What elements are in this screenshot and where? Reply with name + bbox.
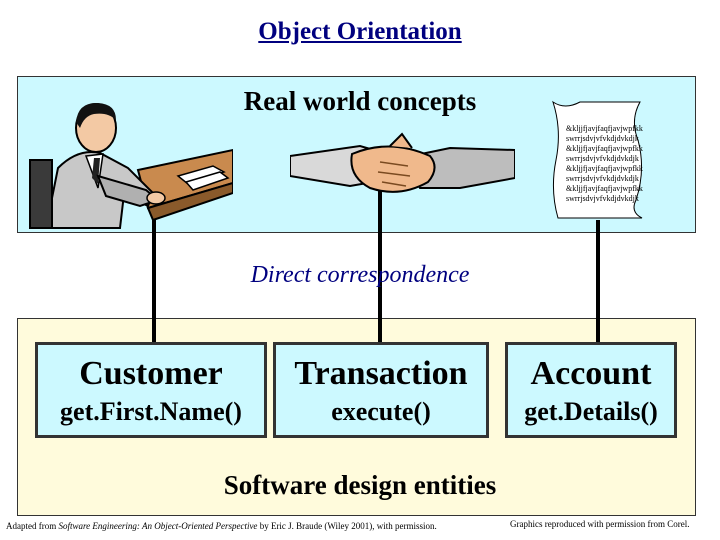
entity-name: Transaction	[294, 355, 468, 392]
handshake-icon	[290, 132, 515, 193]
entity-method: get.First.Name()	[60, 397, 242, 426]
document-line: &kljjfjavjfaqfjavjwpfkk	[566, 124, 643, 133]
software-design-heading: Software design entities	[223, 470, 497, 500]
real-world-heading: Real world concepts	[243, 86, 477, 116]
entity-method: get.Details()	[524, 397, 658, 426]
document-line: swrrjsdvjvfvkdjdvkdjk	[566, 154, 639, 163]
document-line: swrrjsdvjvfvkdjdvkdjk	[566, 194, 639, 203]
account-entity-box: Account get.Details()	[505, 342, 677, 438]
credit-book-title: Software Engineering: An Object-Oriented…	[58, 521, 258, 531]
contract-document-text: &kljjfjavjfaqfjavjwpfkk swrrjsdvjvfvkdjd…	[566, 124, 643, 204]
document-line: &kljjfjavjfaqfjavjwpfkk	[566, 184, 643, 193]
credit-suffix: by Eric J. Braude (Wiley 2001), with per…	[257, 521, 437, 531]
transaction-entity-box: Transaction execute()	[273, 342, 489, 438]
document-line: &kljjfjavjfaqfjavjwpfkk	[566, 144, 643, 153]
connector-line-account	[596, 220, 600, 342]
graphics-credit: Graphics reproduced with permission from…	[510, 519, 690, 529]
adapted-from-credit: Adapted from Software Engineering: An Ob…	[6, 521, 437, 531]
connector-line-transaction	[378, 190, 382, 342]
contract-document-icon	[552, 100, 643, 219]
entity-name: Account	[530, 355, 652, 392]
direct-correspondence-label: Direct correspondence	[250, 262, 470, 288]
entity-name: Customer	[79, 355, 223, 392]
connector-line-customer	[152, 220, 156, 342]
customer-entity-box: Customer get.First.Name()	[35, 342, 267, 438]
businessman-icon	[29, 102, 233, 229]
page-title: Object Orientation	[258, 18, 462, 45]
document-line: &kljjfjavjfaqfjavjwpfkk	[566, 164, 643, 173]
document-line: swrrjsdvjvfvkdjdvkdjk	[566, 174, 639, 183]
entity-method: execute()	[331, 397, 431, 426]
credit-prefix: Adapted from	[6, 521, 59, 531]
document-line: swrrjsdvjvfvkdjdvkdjk	[566, 134, 639, 143]
